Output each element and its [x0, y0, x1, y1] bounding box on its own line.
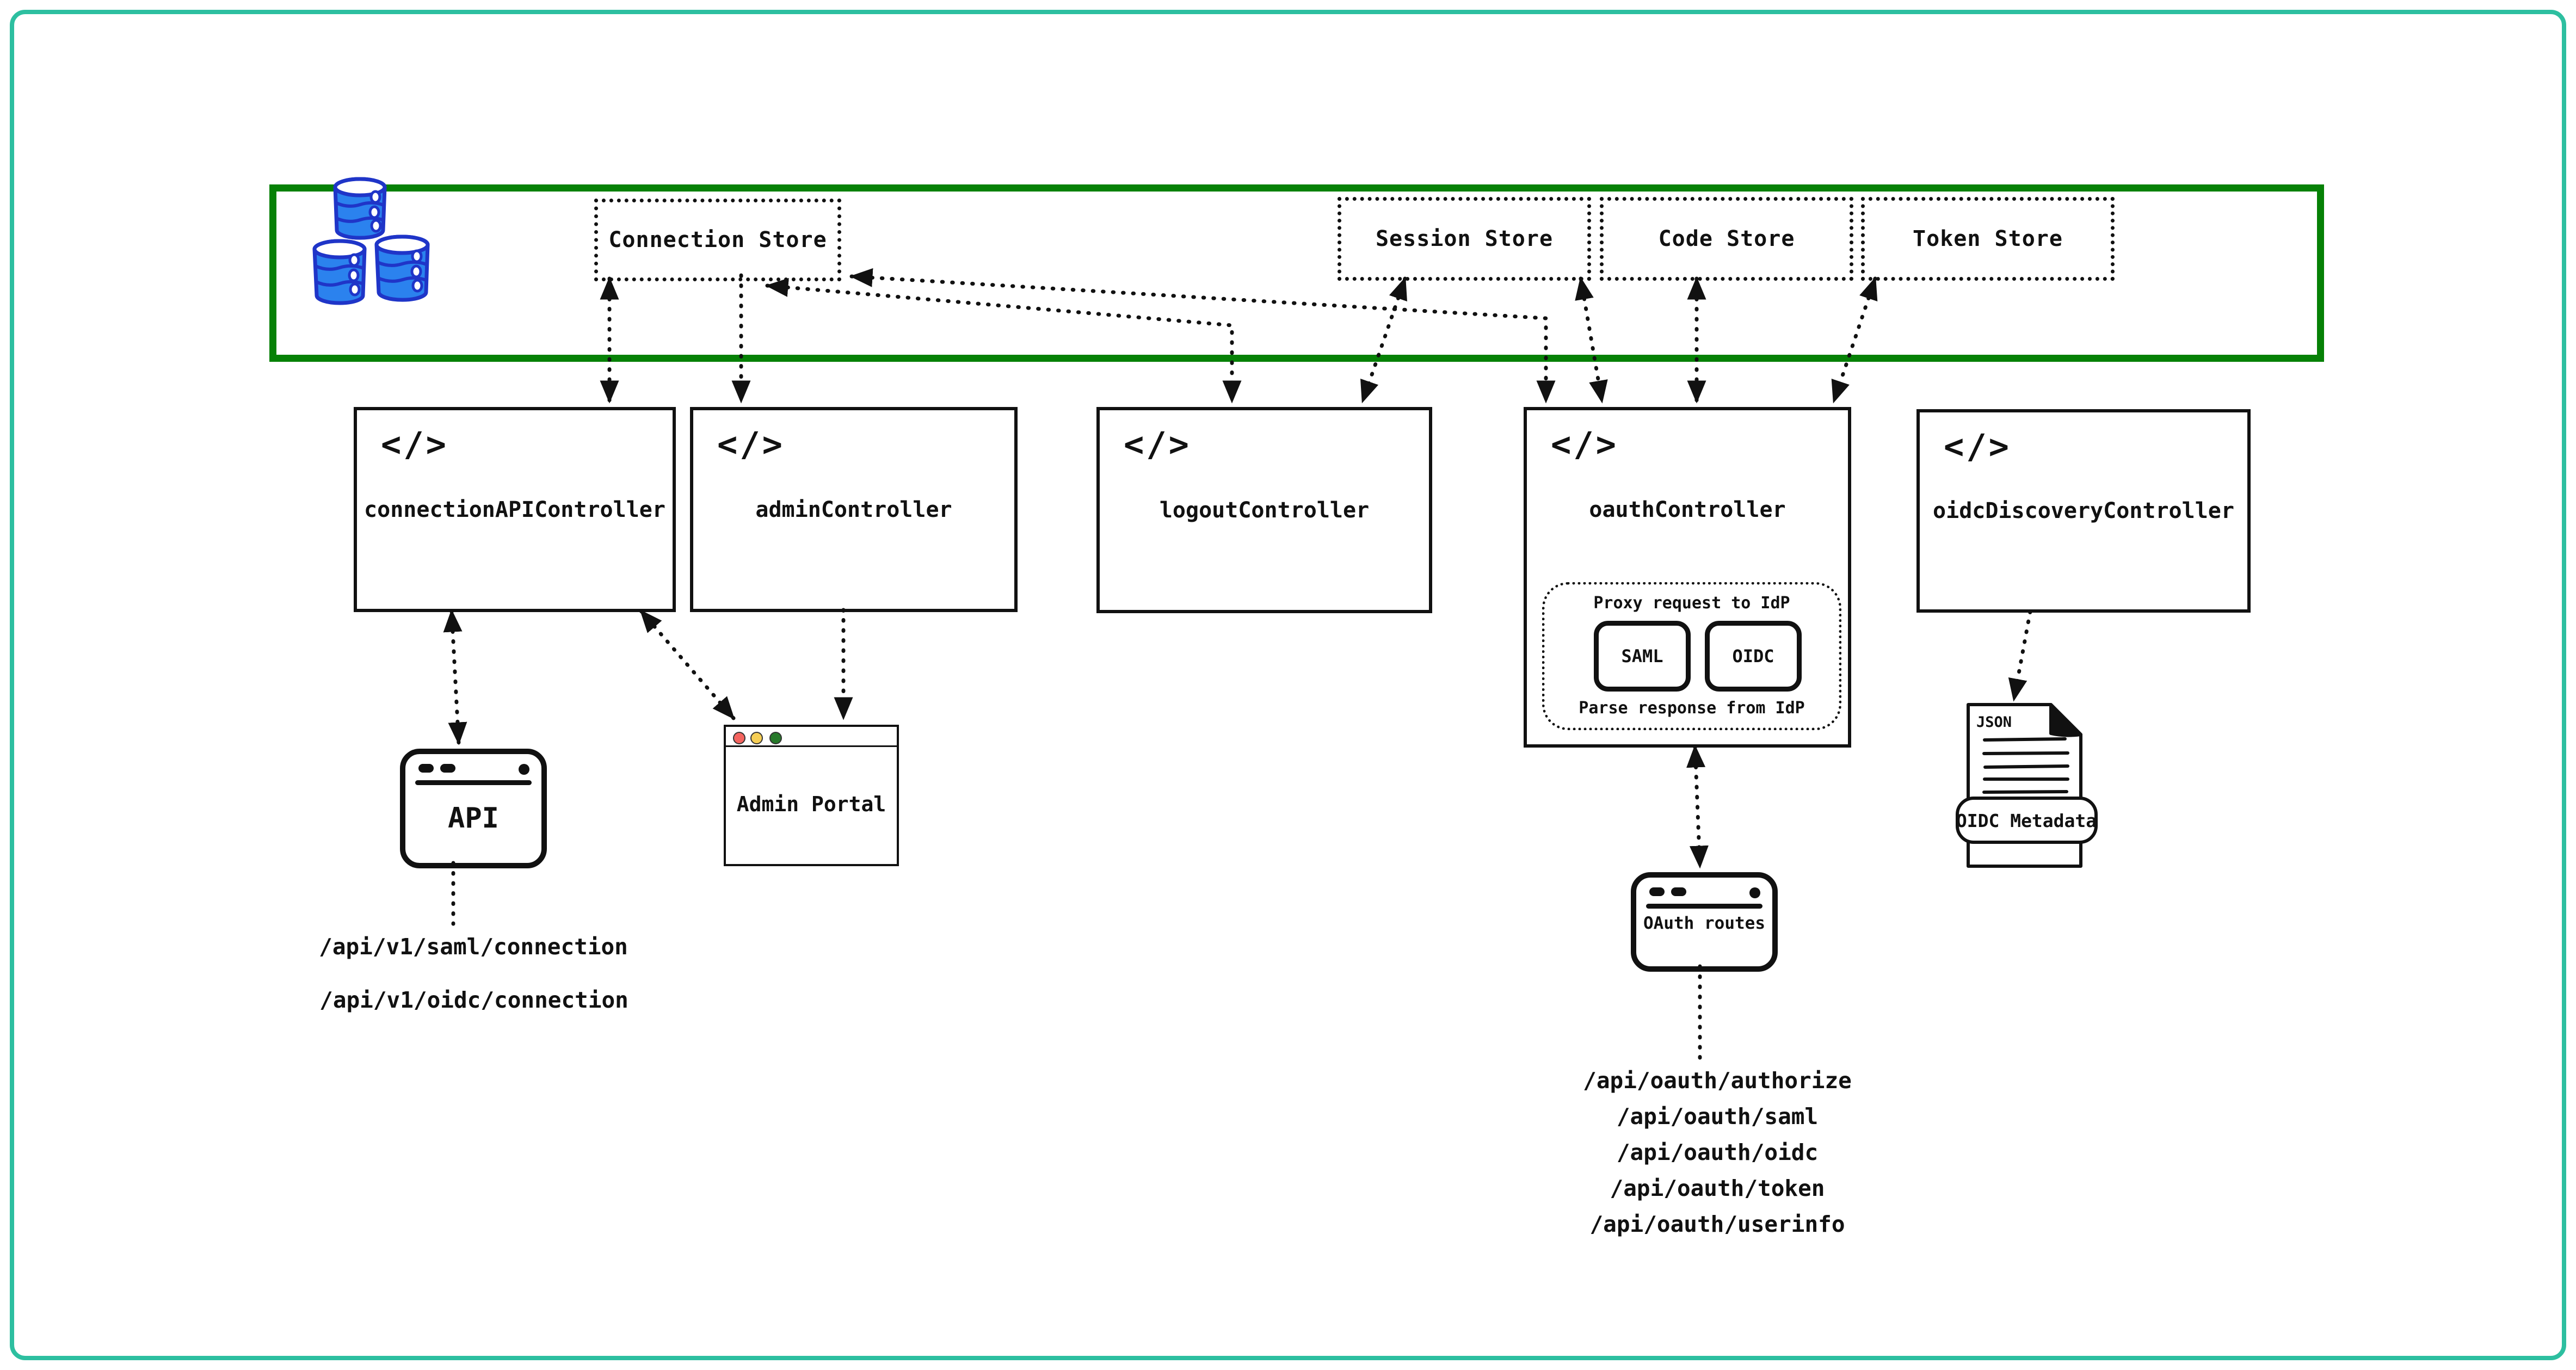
logout-controller-label: logoutController [1159, 497, 1370, 523]
arrow-logout-connection-store [765, 277, 1242, 404]
token-store-label: Token Store [1913, 226, 2063, 251]
arrow-connection-api-api-window [443, 609, 467, 745]
connection-api-controller-box: </> connectionAPIController [354, 407, 676, 612]
admin-controller-box: </> adminController [690, 407, 1018, 612]
window-button-icon [1649, 887, 1665, 896]
arrow-oidc-discovery-metadata [2008, 609, 2032, 702]
oauth-routes-window-icon: OAuth routes [1631, 872, 1778, 972]
arrow-logout-session-store [1360, 276, 1407, 404]
admin-controller-label: adminController [755, 497, 952, 522]
window-button-icon [519, 764, 529, 775]
idp-proxy-box: Proxy request to IdP SAML OIDC Parse res… [1542, 582, 1841, 730]
window-button-icon [440, 764, 455, 773]
oauth-routes-label: OAuth routes [1643, 914, 1765, 933]
close-traffic-light-icon [733, 732, 745, 744]
folded-corner-icon [2049, 703, 2082, 737]
api-label: API [448, 802, 499, 835]
window-titlebar [726, 727, 897, 747]
connection-store-label: Connection Store [608, 227, 827, 252]
proxy-request-note: Proxy request to IdP [1593, 594, 1790, 613]
connection-store-box: Connection Store [594, 199, 841, 281]
oauth-authorize-endpoint: /api/oauth/authorize [1583, 1067, 1852, 1094]
oidc-discovery-controller-label: oidcDiscoveryController [1933, 498, 2234, 523]
oidc-chip-label: OIDC [1732, 646, 1774, 667]
parse-response-note: Parse response from IdP [1579, 699, 1805, 718]
api-v1-oidc-endpoint: /api/v1/oidc/connection [319, 987, 628, 1013]
code-icon: </> [381, 424, 448, 464]
logout-controller-box: </> logoutController [1096, 407, 1432, 613]
document-text-lines [1982, 737, 2069, 794]
minimize-traffic-light-icon [750, 732, 763, 744]
session-store-label: Session Store [1375, 226, 1554, 251]
outer-frame [10, 10, 2566, 1360]
connection-api-controller-label: connectionAPIController [364, 497, 665, 522]
code-store-box: Code Store [1600, 197, 1853, 281]
arrow-oauth-session-store [1575, 276, 1608, 404]
admin-portal-label: Admin Portal [736, 792, 886, 816]
oauth-token-endpoint: /api/oauth/token [1610, 1175, 1825, 1201]
arrow-oauth-oauth-routes [1686, 744, 1709, 869]
oauth-oidc-endpoint: /api/oauth/oidc [1616, 1139, 1819, 1165]
window-button-icon [1671, 887, 1686, 896]
saml-chip: SAML [1594, 621, 1691, 692]
oauth-controller-box: </> oauthController Proxy request to IdP… [1524, 407, 1851, 748]
code-icon: </> [717, 424, 785, 464]
code-store-label: Code Store [1658, 226, 1795, 251]
admin-portal-window: Admin Portal [724, 725, 899, 866]
api-v1-saml-endpoint: /api/v1/saml/connection [319, 934, 628, 960]
metadata-banner [1956, 797, 2098, 844]
titlebar-rule [415, 780, 532, 785]
zoom-traffic-light-icon [769, 732, 782, 744]
window-titlebar [413, 762, 534, 785]
window-button-icon [1749, 887, 1760, 898]
oauth-saml-endpoint: /api/oauth/saml [1616, 1103, 1819, 1130]
oidc-discovery-controller-box: </> oidcDiscoveryController [1916, 409, 2251, 613]
token-store-box: Token Store [1861, 197, 2115, 281]
oauth-userinfo-endpoint: /api/oauth/userinfo [1589, 1211, 1845, 1237]
database-icon [312, 177, 430, 305]
oidc-metadata-document-icon: JSON OIDC Metadata [1956, 703, 2098, 868]
window-button-icon [418, 764, 434, 773]
arrow-oauth-connection-store [849, 268, 1556, 404]
window-titlebar [1644, 885, 1765, 909]
arrow-oauth-token-store [1831, 276, 1878, 404]
oauth-controller-label: oauthController [1589, 497, 1786, 522]
arrow-connection-api-admin-portal [639, 609, 736, 720]
code-icon: </> [1944, 427, 2011, 466]
titlebar-rule [1646, 904, 1762, 909]
json-file-type-label: JSON [1976, 714, 2012, 731]
saml-chip-label: SAML [1621, 646, 1663, 667]
code-icon: </> [1124, 424, 1191, 464]
oidc-metadata-label: OIDC Metadata [1956, 810, 2097, 831]
api-window-icon: API [400, 749, 547, 868]
oidc-chip: OIDC [1705, 621, 1802, 692]
code-icon: </> [1551, 424, 1618, 464]
